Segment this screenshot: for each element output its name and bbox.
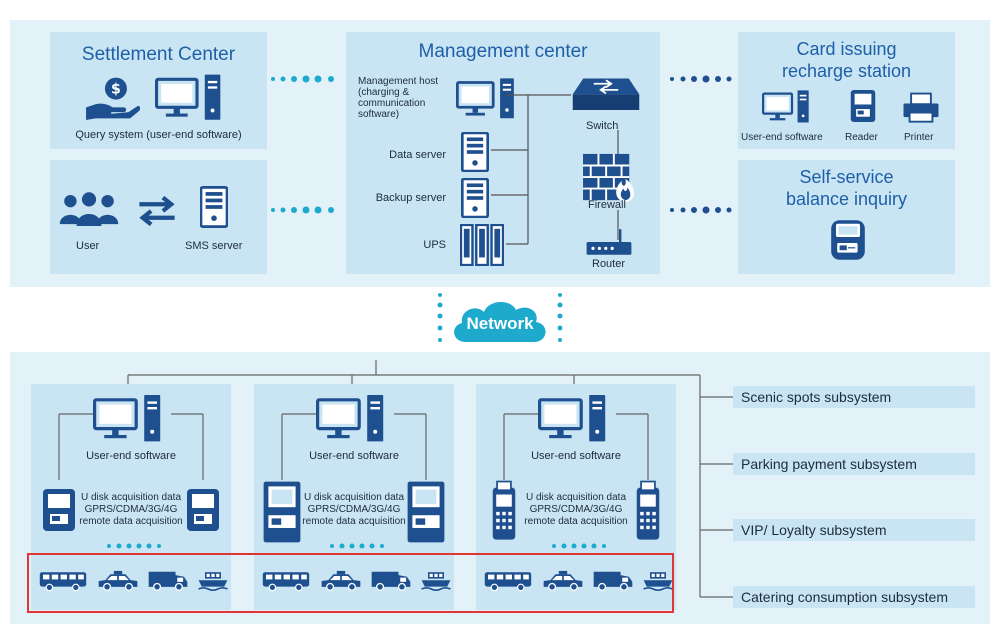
settlement-caption: Query system (user-end software) <box>75 129 242 141</box>
backup-server-label: Backup server <box>375 192 446 204</box>
management-center-panel: Management center Management host (charg… <box>346 32 660 274</box>
terminal-panel: User-end software U disk acquisition dat… <box>254 384 454 610</box>
card-station-title: Card issuing recharge station <box>781 39 912 81</box>
subsystem-scenic-spots: Scenic spots subsystem <box>733 386 975 408</box>
ups-label: UPS <box>423 239 446 251</box>
reader-label: Reader <box>845 132 878 143</box>
management-center-title: Management center <box>418 41 588 62</box>
router-label: Router <box>592 258 626 270</box>
terminal-acquisition-desc: U disk acquisition data GPRS/CDMA/3G/4G … <box>302 492 406 527</box>
sms-server-label: SMS server <box>185 240 243 252</box>
card-station-software-label: User-end software <box>741 132 823 143</box>
user-label: User <box>76 240 100 252</box>
printer-label: Printer <box>904 132 934 143</box>
management-host-label: Management host (charging & communicatio… <box>358 76 439 120</box>
switch-label: Switch <box>586 120 619 132</box>
terminal-software-label: User-end software <box>531 450 621 462</box>
subsystem-catering-consumption: Catering consumption subsystem <box>733 586 975 608</box>
terminal-connectors <box>503 413 649 480</box>
self-service-title: Self-service balance inquiry <box>785 167 908 209</box>
settlement-center-panel: Settlement Center Query system (user-end… <box>50 32 267 149</box>
data-server-label: Data server <box>389 149 446 161</box>
network-cloud-icon <box>454 301 546 342</box>
self-service-panel: Self-service balance inquiry <box>738 160 955 274</box>
subsystem-parking-payment: Parking payment subsystem <box>733 453 975 475</box>
network-label: Network <box>466 314 534 333</box>
vehicles-highlight-frame <box>27 553 674 613</box>
terminal-software-label: User-end software <box>309 450 399 462</box>
user-sms-panel: User SMS server <box>50 160 267 274</box>
firewall-label: Firewall <box>588 199 626 211</box>
terminal-dots <box>107 543 161 549</box>
subsystem-vip-loyalty: VIP/ Loyalty subsystem <box>733 519 975 541</box>
terminal-acquisition-desc: U disk acquisition data GPRS/CDMA/3G/4G … <box>524 492 628 527</box>
terminal-dots <box>552 543 606 549</box>
top-dot-connectors <box>271 75 732 342</box>
settlement-center-title: Settlement Center <box>81 44 236 65</box>
card-station-panel: Card issuing recharge station User-end s… <box>738 32 955 149</box>
management-connectors <box>491 94 619 245</box>
terminal-connectors <box>58 413 204 480</box>
terminal-dots <box>330 543 384 549</box>
terminal-panel: User-end software U disk acquisition dat… <box>31 384 231 610</box>
terminal-software-label: User-end software <box>86 450 176 462</box>
terminal-panel: User-end software U disk acquisition dat… <box>476 384 676 610</box>
terminal-acquisition-desc: U disk acquisition data GPRS/CDMA/3G/4G … <box>79 492 183 527</box>
terminal-connectors <box>281 413 427 480</box>
